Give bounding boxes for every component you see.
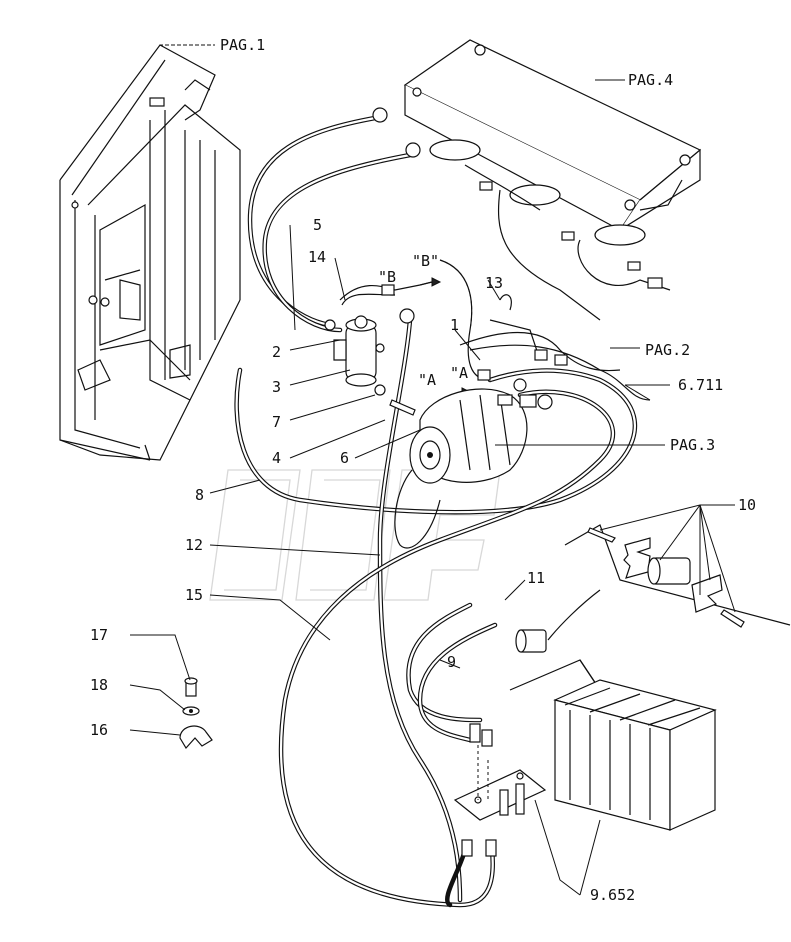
callout-1: 1 [450,316,459,334]
callout-5: 5 [313,216,322,234]
callout-9: 9 [447,653,456,671]
wiring-harness [339,259,651,401]
callout-8: 8 [195,486,204,504]
section-mark-b-left: "B [378,268,396,286]
cab-frame [59,44,241,461]
callout-14: 14 [308,248,326,266]
receiver-drier [324,107,421,416]
clamp-parts [179,677,213,750]
evaporator-core [553,679,717,831]
bulkhead-plate [453,723,547,857]
callout-15: 15 [185,586,203,604]
section-mark-b-right: "B" [412,252,439,270]
callout-6: 6 [340,449,349,467]
section-mark-a-right: "A [450,364,468,382]
callout-17: 17 [90,626,108,644]
callout-13: 13 [485,274,503,292]
expansion-valve-kit [509,524,791,691]
callout-7: 7 [272,413,281,431]
compressor [394,378,553,549]
evaporator-unit [403,39,702,321]
ref-pag3-label: PAG.3 [670,436,715,454]
watermark-logo [209,469,501,601]
callout-10: 10 [738,496,756,514]
ref-pag2-label: PAG.2 [645,341,690,359]
ref-pag1-label: PAG.1 [220,36,265,54]
callout-2: 2 [272,343,281,361]
section-mark-a-left: "A [418,371,436,389]
ref-9652-label: 9.652 [590,886,635,904]
callout-11: 11 [527,569,545,587]
labels: PAG.1 PAG.4 PAG.2 PAG.3 6.711 9.652 1 2 … [90,36,756,904]
callout-3: 3 [272,378,281,396]
callout-12: 12 [185,536,203,554]
callout-16: 16 [90,721,108,739]
ref-pag4-label: PAG.4 [628,71,673,89]
callout-4: 4 [272,449,281,467]
callout-18: 18 [90,676,108,694]
hose-assemblies [234,115,638,908]
ref-6711-label: 6.711 [678,376,723,394]
leader-lines [129,44,736,896]
